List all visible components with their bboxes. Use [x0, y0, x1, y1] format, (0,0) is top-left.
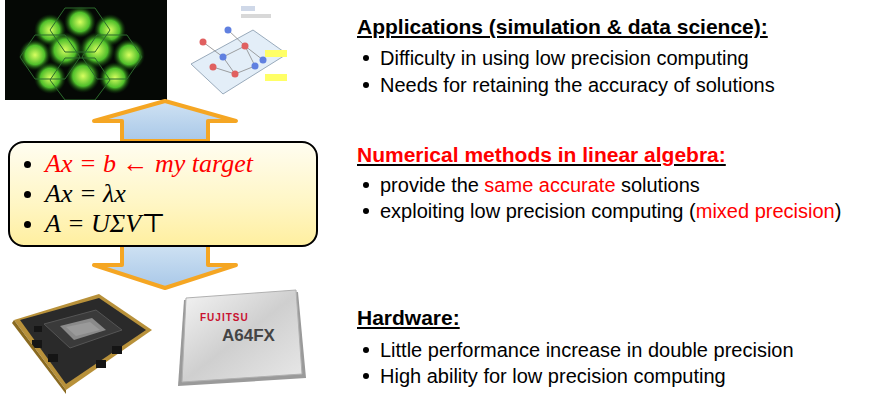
section-heading-line: Applications (simulation & data science)… [357, 15, 768, 39]
bullet-text: ) [835, 199, 842, 223]
bullet-text: High ability for low precision computing [380, 364, 726, 388]
bullet-dot [363, 347, 369, 353]
bullet-dot [363, 55, 369, 61]
equation-row: Ax = b ← my target [24, 149, 302, 179]
data-illustration [183, 2, 293, 100]
bullet-text: exploiting low precision computing ( [380, 199, 696, 223]
method-box: Ax = b ← my targetAx = λxA = UΣV⊤ [8, 141, 318, 247]
bullet-text: Difficulty in using low precision comput… [380, 46, 749, 70]
bullet-dot [363, 182, 369, 188]
bullet-text-line: provide thesame accuratesolutions [380, 173, 700, 197]
bullet-text-line: Difficulty in using low precision comput… [380, 46, 749, 70]
section-heading: Applications (simulation & data science)… [357, 15, 768, 39]
bullet-dot [24, 191, 31, 198]
equation-text: Ax = λx [45, 179, 126, 209]
section-heading: Hardware: [357, 306, 460, 330]
equation-text: Ax = b ← my target [45, 149, 253, 179]
simulation-image [5, 0, 167, 100]
bullet-text-line: Little performance increase in double pr… [380, 338, 794, 362]
bullet-dot [363, 208, 369, 214]
bullet-dot [24, 221, 31, 228]
bullet-text-line: exploiting low precision computing (mixe… [380, 199, 841, 223]
bullet-dot [363, 82, 369, 88]
chip-name-line: A64FX [222, 324, 275, 348]
section-heading-line: Hardware: [357, 306, 460, 330]
bullet-dot [363, 373, 369, 379]
section-heading-line: Numerical methods in linear algebra: [357, 143, 726, 167]
equation-row: A = UΣV⊤ [24, 209, 302, 239]
equation-text: A = UΣV⊤ [45, 209, 166, 239]
bullet-dot [24, 161, 31, 168]
bullet-text: Little performance increase in double pr… [380, 338, 794, 362]
section-heading: Numerical methods in linear algebra: [357, 143, 726, 167]
bullet-text: solutions [621, 173, 700, 197]
bullet-text: same accurate [484, 173, 615, 197]
bullet-text-line: Needs for retaining the accuracy of solu… [380, 73, 775, 97]
equation-row: Ax = λx [24, 179, 302, 209]
bullet-text: provide the [380, 173, 479, 197]
gpu-board [4, 290, 156, 396]
chip-name: A64FX [222, 324, 275, 348]
bullet-text: mixed precision [696, 199, 835, 223]
bullet-text-line: High ability for low precision computing [380, 364, 726, 388]
bullet-text: Needs for retaining the accuracy of solu… [380, 73, 775, 97]
